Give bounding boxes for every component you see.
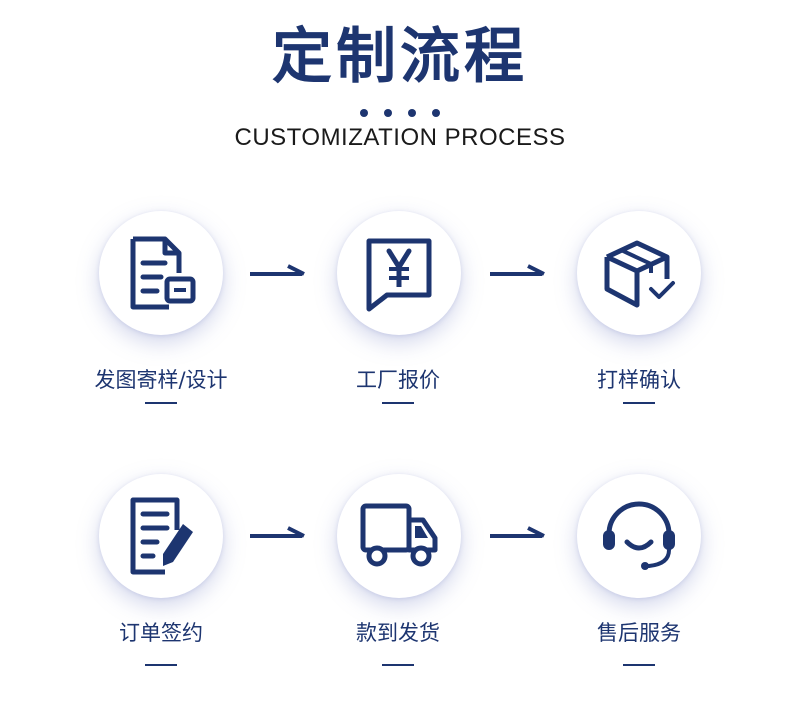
step-5-circle xyxy=(337,474,461,598)
step-6-underline xyxy=(623,664,655,666)
step-5-label: 款到发货 xyxy=(356,621,440,645)
arrow-right-icon xyxy=(250,526,305,538)
dot xyxy=(432,109,440,117)
document-edit-icon xyxy=(130,236,196,310)
step-2-circle xyxy=(337,211,461,335)
step-2-label: 工厂报价 xyxy=(356,368,440,392)
step-3-label: 打样确认 xyxy=(597,368,681,392)
title-dots-divider xyxy=(0,102,800,121)
step-2-underline xyxy=(382,402,414,404)
step-3-circle xyxy=(577,211,701,335)
headset-service-icon xyxy=(603,501,675,570)
dot xyxy=(384,109,392,117)
step-1-underline xyxy=(145,402,177,404)
step-4-underline xyxy=(145,664,177,666)
arrow-right-icon xyxy=(490,264,545,276)
step-3-underline xyxy=(623,402,655,404)
delivery-truck-icon xyxy=(360,503,438,567)
arrow-right-icon xyxy=(250,264,305,276)
step-5-underline xyxy=(382,664,414,666)
box-check-icon xyxy=(604,240,675,308)
step-6-circle xyxy=(577,474,701,598)
step-1-circle xyxy=(99,211,223,335)
step-1-label: 发图寄样/设计 xyxy=(94,368,228,392)
contract-sign-icon xyxy=(130,497,193,575)
dot xyxy=(360,109,368,117)
step-4-label: 订单签约 xyxy=(119,621,203,645)
step-4-circle xyxy=(99,474,223,598)
step-6-label: 售后服务 xyxy=(597,621,681,645)
page-title: 定制流程 xyxy=(272,22,528,92)
arrow-right-icon xyxy=(490,526,545,538)
dot xyxy=(408,109,416,117)
page-subtitle: CUSTOMIZATION PROCESS xyxy=(234,124,566,151)
yen-quote-icon xyxy=(366,238,432,312)
